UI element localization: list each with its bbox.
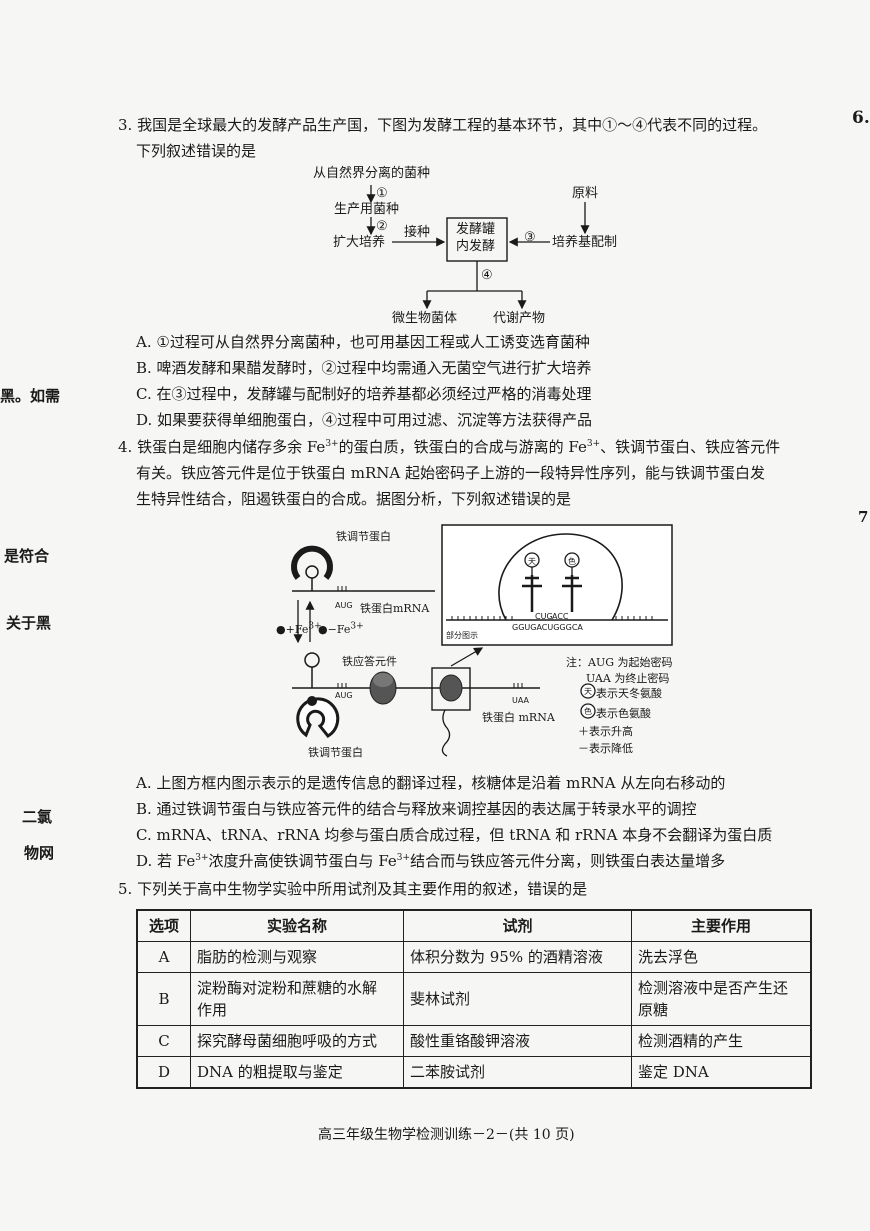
q5-stem: 5. 下列关于高中生物学实验中所用试剂及其主要作用的叙述，错误的是 [118, 880, 588, 898]
legend-asp-glyph: 天 [584, 687, 592, 696]
table-row: D DNA 的粗提取与鉴定 二苯胺试剂 鉴定 DNA [136, 1056, 812, 1089]
diagram-inoculate: 接种 [404, 225, 431, 240]
note-start-codon: 注：AUG 为起始密码 [566, 656, 673, 669]
table-row: C 探究酵母菌细胞呼吸的方式 酸性重铬酸钾溶液 检测酒精的产生 [136, 1025, 812, 1057]
margin-fragment: 黑。如需 [0, 387, 61, 405]
cell-reagent: 斐林试剂 [403, 972, 632, 1026]
q3-stem: 3. 我国是全球最大的发酵产品生产国，下图为发酵工程的基本环节，其中①～④代表不… [118, 116, 768, 134]
diagram-raw-material: 原料 [572, 186, 599, 201]
page-footer: 高三年级生物学检测训练－2－(共 10 页) [318, 1127, 575, 1143]
margin-fragment: 7 [858, 508, 869, 526]
cell-option: A [136, 941, 191, 973]
fermentation-flow-diagram [366, 185, 590, 310]
cell-experiment: DNA 的粗提取与鉴定 [190, 1056, 404, 1089]
diagram-step2: ② [376, 219, 388, 234]
cell-option: D [136, 1056, 191, 1089]
cell-option: B [136, 972, 191, 1026]
cell-function: 洗去浮色 [631, 941, 812, 973]
cell-function: 检测酒精的产生 [631, 1025, 812, 1057]
ferritin-regulation-figure [291, 524, 673, 757]
label-codon2: ACC [552, 612, 569, 621]
diagram-tank-label: 发酵罐 [456, 222, 496, 237]
label-mrna-sequence: GGUGACUGGGCA [512, 623, 583, 632]
label-ire: 铁应答元件 [342, 655, 397, 668]
table-row: A 脂肪的检测与观察 体积分数为 95% 的酒精溶液 洗去浮色 [136, 941, 812, 973]
margin-fragment: 物网 [24, 844, 55, 862]
note-decrease: －表示降低 [578, 742, 633, 755]
q4-stem: 4. 铁蛋白是细胞内储存多余 Fe3+的蛋白质，铁蛋白的合成与游离的 Fe3+、… [118, 438, 781, 456]
q3-option-d: D. 如果要获得单细胞蛋白，④过程中可用过滤、沉淀等方法获得产品 [136, 411, 593, 429]
legend-trp-glyph: 色 [584, 707, 592, 716]
label-mrna-top: 铁蛋白mRNA [360, 602, 430, 615]
diagram-production-strain: 生产用菌种 [334, 202, 400, 217]
diagram-microbial-cells: 微生物菌体 [392, 311, 458, 326]
note-trp: 表示色氨酸 [596, 707, 651, 720]
label-aug-top: AUG [335, 601, 353, 610]
note-increase: ＋表示升高 [578, 725, 633, 738]
label-irp-top: 铁调节蛋白 [336, 530, 391, 543]
label-partial: 部分图示 [446, 631, 478, 640]
col-header-option: 选项 [136, 909, 191, 942]
label-aug-bottom: AUG [335, 691, 353, 700]
cell-experiment: 淀粉酶对淀粉和蔗糖的水解作用 [190, 972, 404, 1026]
q5-table: 选项 实验名称 试剂 主要作用 A 脂肪的检测与观察 体积分数为 95% 的酒精… [136, 909, 812, 1089]
note-asp: 表示天冬氨酸 [596, 687, 662, 700]
aa-trp-in-box: 色 [568, 557, 576, 566]
margin-fragment: 二氯 [22, 808, 53, 826]
cell-experiment: 脂肪的检测与观察 [190, 941, 404, 973]
aa-asp-in-box: 天 [528, 557, 536, 566]
col-header-reagent: 试剂 [403, 909, 632, 942]
diagram-metabolites: 代谢产物 [493, 311, 546, 326]
diagram-step4: ④ [481, 268, 493, 283]
diagram-medium-prep: 培养基配制 [552, 235, 618, 250]
cell-function: 鉴定 DNA [631, 1056, 812, 1089]
cell-reagent: 二苯胺试剂 [403, 1056, 632, 1089]
cell-reagent: 体积分数为 95% 的酒精溶液 [403, 941, 632, 973]
q4-stem-line2: 有关。铁应答元件是位于铁蛋白 mRNA 起始密码子上游的一段特异性序列，能与铁调… [136, 464, 766, 482]
label-codon1: CUG [535, 612, 553, 621]
label-mrna-bottom: 铁蛋白 mRNA [482, 711, 555, 724]
label-irp-bottom: 铁调节蛋白 [308, 746, 363, 759]
q3-stem-line2: 下列叙述错误的是 [136, 142, 257, 160]
table-row: B 淀粉酶对淀粉和蔗糖的水解作用 斐林试剂 检测溶液中是否产生还原糖 [136, 972, 812, 1026]
diagram-step3: ③ [524, 230, 536, 245]
q3-option-c: C. 在③过程中，发酵罐与配制好的培养基都必须经过严格的消毒处理 [136, 385, 592, 403]
q4-option-a: A. 上图方框内图示表示的是遗传信息的翻译过程，核糖体是沿着 mRNA 从左向右… [136, 774, 726, 792]
q4-stem-line3: 生特异性结合，阻遏铁蛋白的合成。据图分析，下列叙述错误的是 [136, 490, 572, 508]
cell-function: 检测溶液中是否产生还原糖 [631, 972, 812, 1026]
note-stop-codon: UAA 为终止密码 [586, 672, 670, 685]
label-minus-fe: ●−Fe3+ [318, 621, 364, 636]
diagram-step1: ① [376, 186, 388, 201]
table-header-row: 选项 实验名称 试剂 主要作用 [136, 909, 812, 942]
cell-experiment: 探究酵母菌细胞呼吸的方式 [190, 1025, 404, 1057]
diagram-expand-culture: 扩大培养 [333, 235, 386, 250]
q4-option-d: D. 若 Fe3+浓度升高使铁调节蛋白与 Fe3+结合而与铁应答元件分离，则铁蛋… [136, 852, 726, 870]
label-uaa: UAA [512, 696, 530, 705]
q3-option-a: A. ①过程可从自然界分离菌种，也可用基因工程或人工诱变选育菌种 [136, 333, 590, 351]
cell-option: C [136, 1025, 191, 1057]
margin-fragment: 是符合 [4, 547, 50, 565]
label-plus-fe: ●+Fe3+ [276, 621, 322, 636]
diagram-tank-label: 内发酵 [456, 239, 496, 254]
margin-fragment: 关于黑 [6, 614, 52, 632]
col-header-experiment: 实验名称 [190, 909, 404, 942]
margin-fragment: 6. [852, 108, 870, 128]
diagram-source-strain: 从自然界分离的菌种 [313, 166, 431, 181]
q4-option-c: C. mRNA、tRNA、rRNA 均参与蛋白质合成过程，但 tRNA 和 rR… [136, 826, 773, 844]
col-header-function: 主要作用 [631, 909, 812, 942]
q3-option-b: B. 啤酒发酵和果醋发酵时，②过程中均需通入无菌空气进行扩大培养 [136, 359, 592, 377]
q4-option-b: B. 通过铁调节蛋白与铁应答元件的结合与释放来调控基因的表达属于转录水平的调控 [136, 800, 697, 818]
cell-reagent: 酸性重铬酸钾溶液 [403, 1025, 632, 1057]
